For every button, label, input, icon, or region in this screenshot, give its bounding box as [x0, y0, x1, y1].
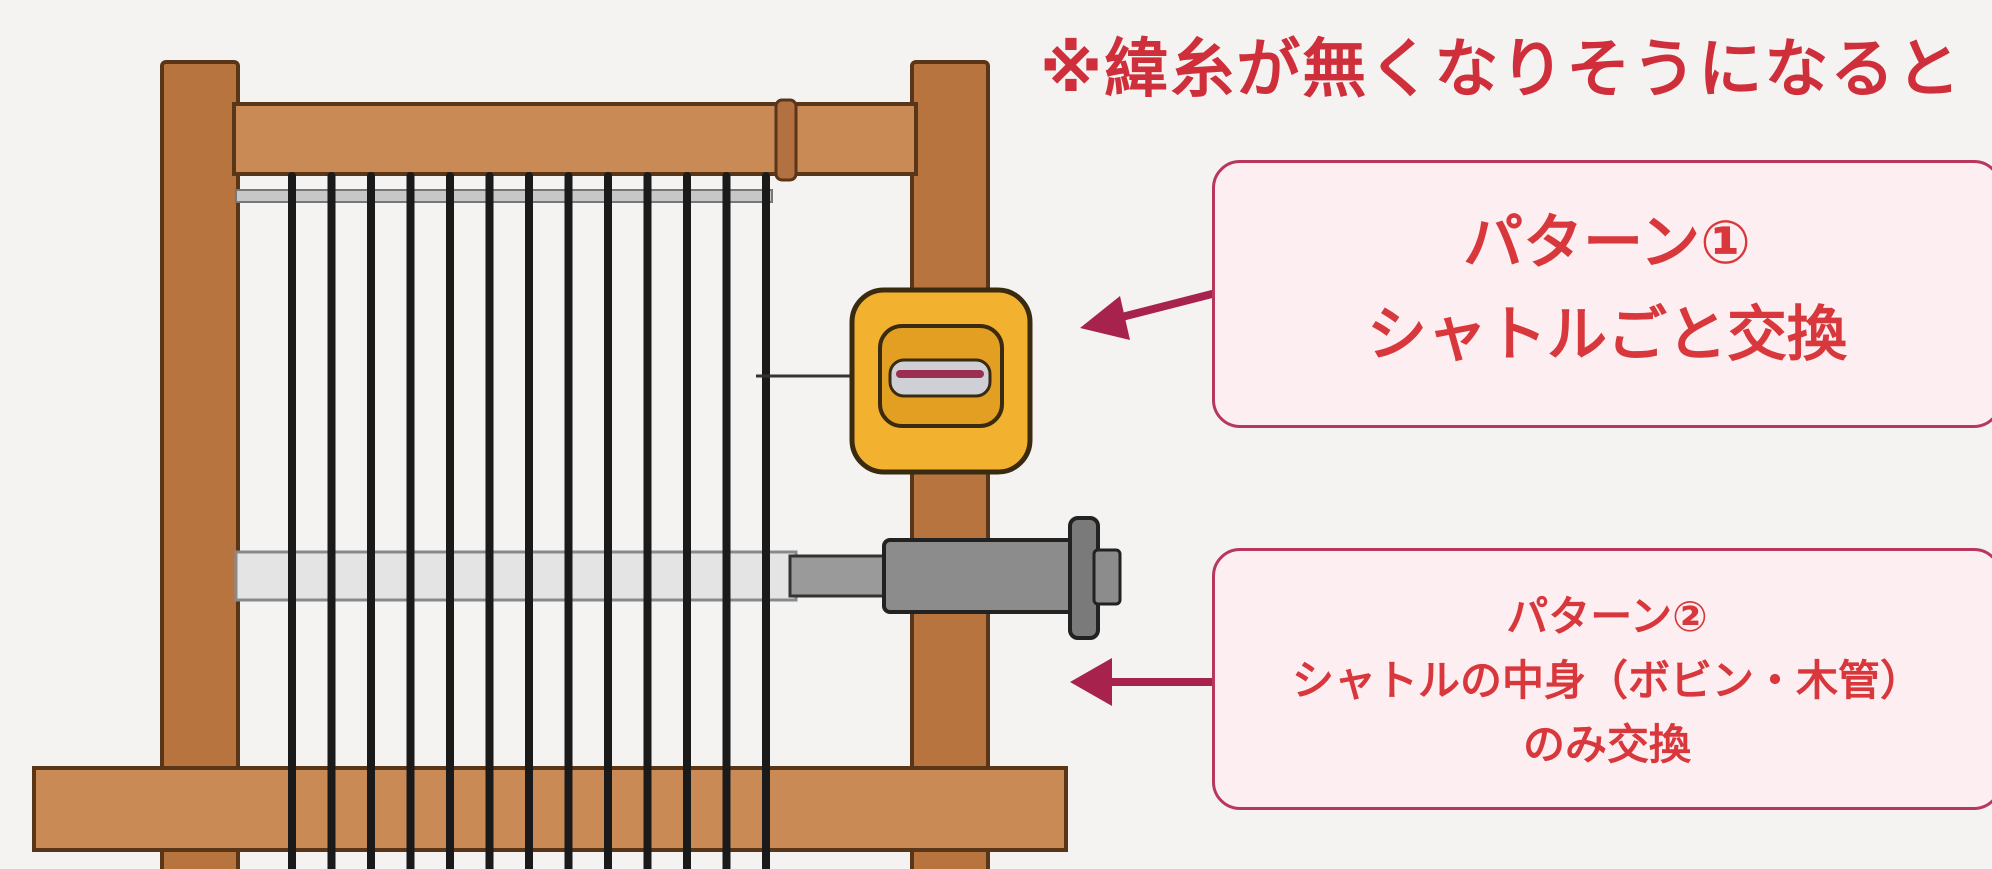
- rod-tip: [1092, 548, 1122, 606]
- warp-guide-bar: [235, 189, 773, 203]
- loom-rod: [234, 550, 798, 602]
- arrow-to-bobbin: [1070, 658, 1216, 706]
- pattern1-box: パターン① シャトルごと交換: [1212, 160, 1992, 428]
- warp-threads: [288, 172, 770, 869]
- pattern1-description: シャトルごと交換: [1367, 300, 1847, 370]
- loom-left-post: [160, 60, 240, 869]
- rod-handle: [788, 554, 892, 598]
- loom-bottom-beam: [32, 766, 1068, 852]
- pattern1-title: パターン①: [1463, 208, 1751, 278]
- rod-knob: [882, 538, 1076, 614]
- arrow-to-shuttle: [1080, 290, 1216, 340]
- pattern2-description-cont: のみ交換: [1522, 720, 1691, 769]
- pattern2-box: パターン② シャトルの中身（ボビン・木管） のみ交換: [1212, 548, 1992, 810]
- pattern2-title: パターン②: [1506, 592, 1708, 641]
- heading-note: ※緯糸が無くなりそうになると: [1040, 33, 1963, 107]
- loom-top-beam: [232, 102, 918, 176]
- top-beam-ring: [774, 98, 798, 182]
- pattern2-description: シャトルの中身（ボビン・木管）: [1291, 656, 1922, 705]
- shuttle-icon: [849, 287, 1033, 475]
